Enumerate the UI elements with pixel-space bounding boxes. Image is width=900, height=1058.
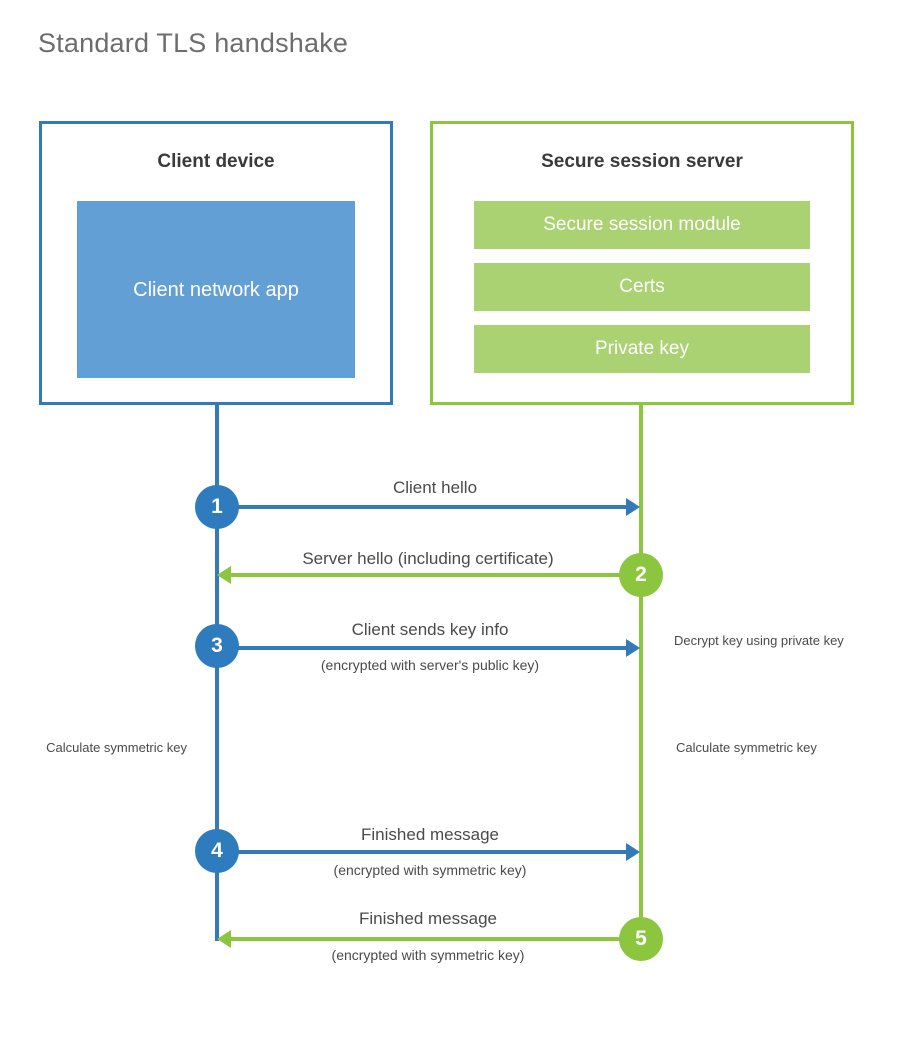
step-1-label: Client hello xyxy=(392,478,478,497)
client-lifeline xyxy=(215,404,219,941)
secure-session-server-box: Secure session server Secure session mod… xyxy=(430,121,854,405)
step-5-badge[interactable]: 5 xyxy=(619,917,663,961)
secure-session-server-title: Secure session server xyxy=(541,151,743,172)
step-1-arrow-head-icon xyxy=(626,498,640,516)
server-module-secure-session-module: Secure session module xyxy=(474,201,810,249)
server-decrypt-note: Decrypt key using private key xyxy=(674,633,844,648)
client-device-box: Client device Client network app xyxy=(39,121,393,405)
step-5-arrow-line xyxy=(231,937,621,941)
step-5-arrow-head-icon xyxy=(217,930,231,948)
server-module-certs: Certs xyxy=(474,263,810,311)
step-2-badge[interactable]: 2 xyxy=(619,553,663,597)
client-calculate-symmetric-key-note: Calculate symmetric key xyxy=(46,740,187,755)
server-calculate-symmetric-key-note: Calculate symmetric key xyxy=(676,740,817,755)
step-1-badge[interactable]: 1 xyxy=(195,485,239,529)
step-1-arrow-line xyxy=(217,505,626,509)
client-device-title: Client device xyxy=(157,151,275,172)
step-5-sublabel: (encrypted with symmetric key) xyxy=(331,947,525,963)
step-2-arrow-line xyxy=(231,573,621,577)
client-network-app-block: Client network app xyxy=(77,201,355,378)
step-4-label: Finished message xyxy=(361,825,499,844)
page-title: Standard TLS handshake xyxy=(38,28,349,58)
step-5-label: Finished message xyxy=(359,909,497,928)
step-3-arrow-line xyxy=(217,646,626,650)
server-lifeline xyxy=(639,404,643,941)
step-4-sublabel: (encrypted with symmetric key) xyxy=(333,862,527,878)
step-3-sublabel: (encrypted with server's public key) xyxy=(320,657,540,673)
server-module-private-key: Private key xyxy=(474,325,810,373)
step-3-label: Client sends key info xyxy=(351,620,509,639)
step-4-arrow-line xyxy=(217,850,626,854)
step-2-arrow-head-icon xyxy=(217,566,231,584)
step-4-badge[interactable]: 4 xyxy=(195,829,239,873)
step-3-arrow-head-icon xyxy=(626,639,640,657)
step-4-arrow-head-icon xyxy=(626,843,640,861)
step-2-label: Server hello (including certificate) xyxy=(302,549,554,568)
step-3-badge[interactable]: 3 xyxy=(195,624,239,668)
